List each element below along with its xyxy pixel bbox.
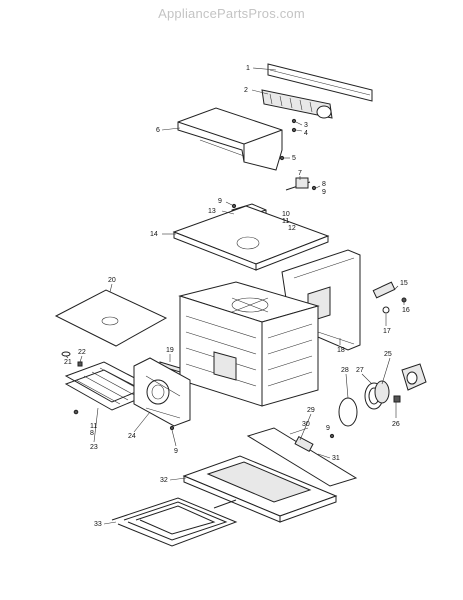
callout-24: 24 (128, 433, 136, 440)
callout-4: 4 (304, 130, 308, 137)
callout-29: 29 (307, 407, 315, 414)
callout-31: 31 (332, 455, 340, 462)
part-bottom-panel (182, 455, 338, 523)
callout-9d: 9 (326, 425, 330, 432)
callout-9c: 9 (174, 448, 178, 455)
callout-3: 3 (304, 122, 308, 129)
callout-17: 17 (383, 328, 391, 335)
callout-7: 7 (298, 170, 302, 177)
callout-23: 23 (90, 444, 98, 451)
callout-11: 11 (282, 218, 289, 225)
part-bottom-rail (246, 427, 358, 487)
callout-9a: 9 (322, 189, 326, 196)
part-top-plate (172, 205, 330, 271)
part-bake-element (111, 497, 238, 547)
callout-26: 26 (392, 421, 400, 428)
callout-33: 33 (94, 521, 102, 528)
callout-19: 19 (166, 347, 174, 354)
callout-11b: 11 (90, 423, 97, 430)
callout-5: 5 (292, 155, 296, 162)
callout-28: 28 (341, 367, 349, 374)
part-fan-cover (133, 357, 191, 431)
callout-13: 13 (208, 208, 216, 215)
callout-1: 1 (246, 65, 250, 72)
part-top-cover (177, 107, 283, 171)
part-fan-motor-group (338, 363, 427, 427)
callout-2: 2 (244, 87, 248, 94)
callout-32: 32 (160, 477, 168, 484)
callout-10: 10 (282, 211, 290, 218)
part-blower-assembly (261, 89, 333, 119)
callout-9b: 9 (218, 198, 222, 205)
part-sensor-switch (231, 177, 317, 209)
part-top-trim (267, 63, 373, 102)
callout-27: 27 (356, 367, 364, 374)
callout-21: 21 (64, 359, 72, 366)
screws-3-4-5 (279, 118, 297, 161)
callout-22: 22 (78, 349, 86, 356)
callout-25: 25 (384, 351, 392, 358)
callout-15: 15 (400, 280, 408, 287)
callout-labels: 1 2 3 4 5 6 7 8 9 9 10 11 12 13 14 15 16… (64, 65, 410, 528)
leader-lines (65, 67, 405, 525)
watermark-text: AppliancePartsPros.com (158, 6, 305, 21)
callout-8: 8 (322, 181, 326, 188)
part-oven-cavity (178, 281, 320, 407)
part-insulation-sheet (54, 289, 168, 347)
part-terminal-block (372, 281, 407, 314)
callout-8b: 8 (90, 430, 94, 437)
callout-16: 16 (402, 307, 410, 314)
callout-20: 20 (108, 277, 116, 284)
callout-12: 12 (288, 225, 296, 232)
callout-30: 30 (302, 421, 310, 428)
callout-14: 14 (150, 231, 158, 238)
callout-18: 18 (337, 347, 345, 354)
callout-6: 6 (156, 127, 160, 134)
